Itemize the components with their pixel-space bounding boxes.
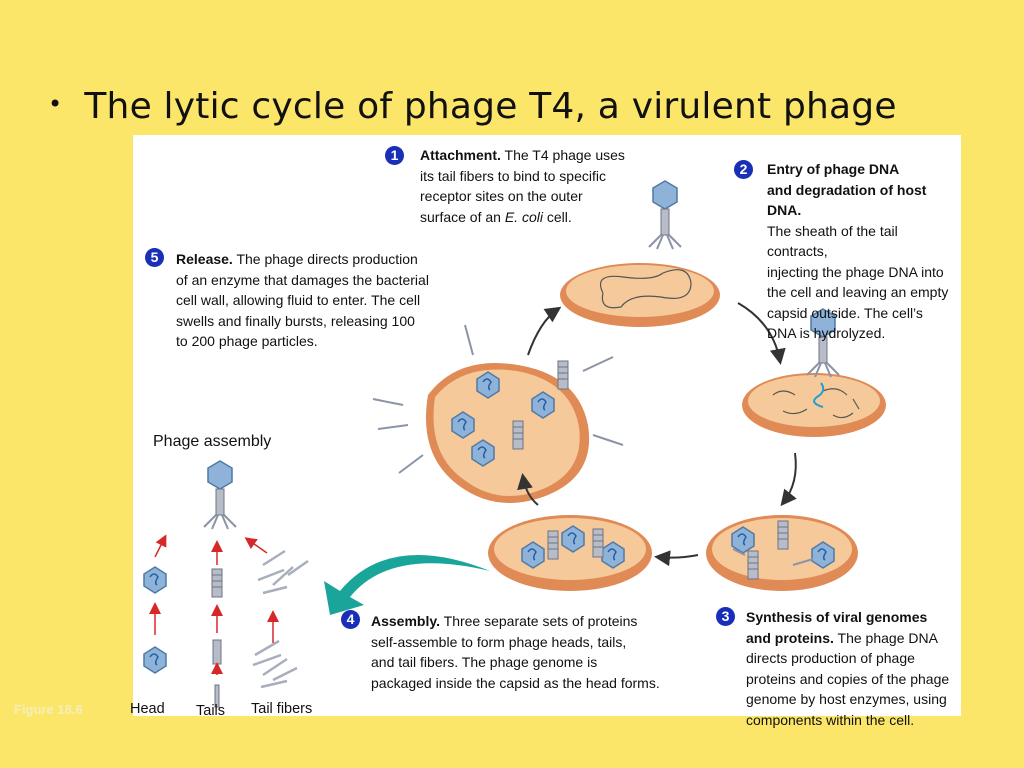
step-2-badge: 2	[734, 160, 753, 179]
step-4-line-2: packaged inside the capsid as the head f…	[371, 674, 660, 691]
assembly-arrow	[324, 555, 490, 615]
assembly-parts	[143, 460, 309, 708]
step-3-line-2: genome by host enzymes, using	[746, 691, 947, 707]
step-5-first: The phage directs production	[232, 251, 418, 267]
step-3-title-1: and proteins.	[746, 629, 834, 646]
label-tail-fibers: Tail fibers	[251, 701, 313, 717]
cycle-arrows	[517, 302, 797, 567]
label-tails: Tails	[196, 703, 226, 719]
bullet: •	[48, 89, 63, 118]
step-1-tail: cell.	[542, 208, 572, 225]
step-1-title: Attachment.	[420, 147, 501, 163]
slide-title: • The lytic cycle of phage T4, a virulen…	[48, 86, 897, 127]
step-1-badge: 1	[385, 146, 404, 165]
step-3-line-3: components within the cell.	[746, 711, 915, 728]
label-head: Head	[130, 701, 165, 717]
step-2-title-1: and degradation of host DNA.	[767, 181, 927, 219]
lytic-cycle-illustration	[143, 180, 886, 708]
step-2-line-0: The sheath of the tail contracts,	[767, 222, 898, 260]
cell-assembly	[488, 515, 652, 591]
step-3-text: Synthesis of viral genomes and proteins.…	[746, 607, 949, 730]
step-3-line-0: directs production of phage	[746, 650, 915, 666]
step-5-title: Release.	[176, 251, 233, 267]
step-1-text: Attachment. The T4 phage uses its tail f…	[420, 145, 625, 227]
step-4-line-0: self-assemble to form phage heads, tails…	[371, 633, 627, 650]
figure-panel: 1 Attachment. The T4 phage uses its tail…	[133, 135, 961, 728]
step-4-badge: 4	[341, 610, 360, 629]
step-3-title-0: Synthesis of viral genomes	[746, 609, 928, 625]
cell-synthesis	[706, 515, 858, 591]
step-5-text: Release. The phage directs production of…	[176, 249, 429, 352]
step-5-line-3: to 200 phage particles.	[176, 333, 318, 349]
step-5-line-2: swells and finally bursts, releasing 100	[176, 312, 415, 329]
step-2-title-0: Entry of phage DNA	[767, 161, 900, 177]
step-4-title: Assembly.	[371, 613, 440, 629]
step-2-text: Entry of phage DNA and degradation of ho…	[767, 159, 961, 344]
step-1-italic: E. coli	[504, 208, 543, 225]
step-3-badge: 3	[716, 607, 735, 626]
step-4-text: Assembly. Three separate sets of protein…	[371, 611, 660, 693]
step-4-line-1: and tail fibers. The phage genome is	[371, 654, 598, 670]
assembly-heading: Phage assembly	[153, 433, 272, 450]
step-5-line-1: cell wall, allowing fluid to enter. The …	[176, 292, 421, 308]
step-3-first: The phage DNA	[833, 629, 938, 646]
step-2-line-4: DNA is hydrolyzed.	[767, 325, 886, 341]
cell-entry	[742, 308, 886, 437]
cell-release	[372, 324, 624, 503]
title-text: The lytic cycle of phage T4, a virulent …	[84, 86, 897, 127]
step-1-line-2: receptor sites on the outer	[420, 188, 583, 204]
cell-attachment	[560, 180, 720, 327]
step-4-first: Three separate sets of proteins	[440, 613, 638, 629]
step-2-line-1: injecting the phage DNA into	[767, 263, 944, 280]
step-2-line-2: the cell and leaving an empty	[767, 284, 949, 300]
step-1-line-3: surface of an	[420, 208, 501, 225]
step-2-line-3: capsid outside. The cell’s	[767, 304, 923, 321]
step-1-line-0: The T4 phage uses	[504, 147, 625, 163]
step-5-badge: 5	[145, 248, 164, 267]
step-1-line-1: its tail fibers to bind to specific	[420, 167, 606, 184]
step-5-line-0: of an enzyme that damages the bacterial	[176, 271, 429, 288]
figure-id: Figure 18.6	[14, 702, 83, 717]
step-3-line-1: proteins and copies of the phage	[746, 670, 950, 687]
